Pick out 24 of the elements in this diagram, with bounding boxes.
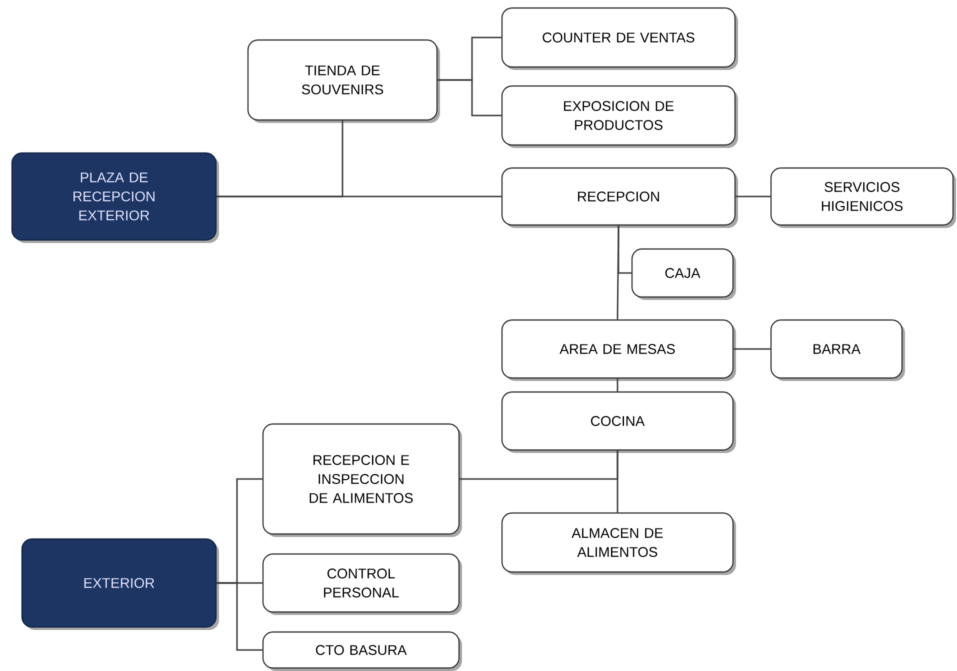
connector-line (618, 226, 632, 274)
connector-line (216, 196, 502, 198)
room-box: SERVICIOS HIGIENICOS (770, 167, 956, 228)
connector-line (734, 348, 770, 350)
room-box: COCINA (501, 391, 736, 453)
connector-line (616, 226, 620, 320)
room-box: RECEPCION E INSPECCION DE ALIMENTOS (262, 423, 462, 537)
connector-line (216, 582, 262, 651)
connector-line (616, 378, 618, 392)
room-box: CONTROL PERSONAL (262, 553, 462, 615)
area-box: PLAZA DE RECEPCION EXTERIOR (11, 152, 219, 243)
room-box: COUNTER DE VENTAS (501, 7, 738, 70)
connector-line (438, 79, 502, 116)
room-box: ALMACEN DE ALIMENTOS (501, 512, 736, 575)
room-box: EXPOSICION DE PRODUCTOS (501, 85, 738, 148)
room-box: AREA DE MESAS (501, 319, 736, 381)
room-box: CAJA (631, 248, 736, 300)
area-box: EXTERIOR (21, 538, 219, 630)
room-box: CTO BASURA (262, 631, 462, 671)
connector-line (616, 450, 618, 512)
connector-line (736, 196, 770, 198)
room-box: RECEPCION (501, 167, 738, 228)
room-box: TIENDA DE SOUVENIRS (247, 39, 440, 123)
room-box: BARRA (770, 319, 906, 381)
